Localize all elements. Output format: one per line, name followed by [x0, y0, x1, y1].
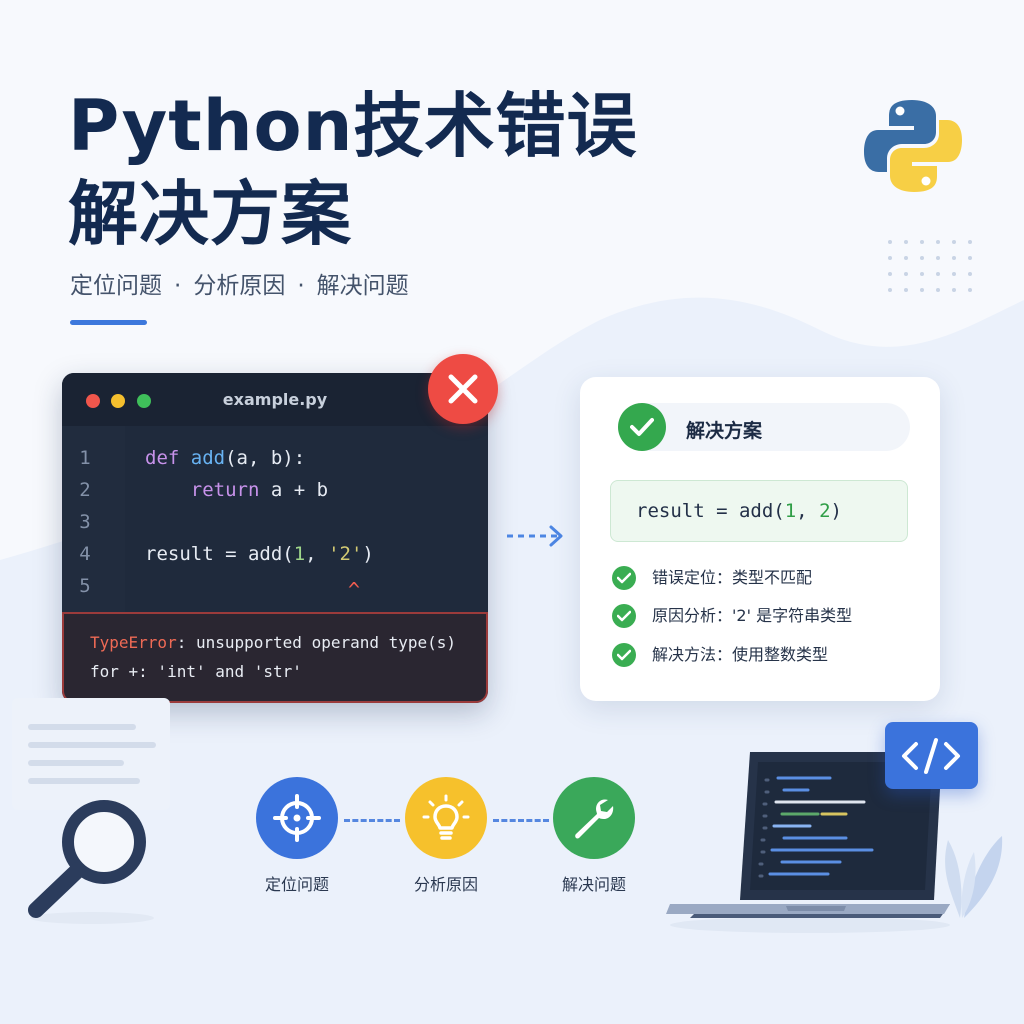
- title-underline: [70, 320, 147, 325]
- code-token: def: [145, 447, 191, 469]
- code-text: result = add(1, '2'): [145, 538, 374, 570]
- magnifier-icon: [28, 800, 154, 924]
- line-number-gutter: [62, 426, 125, 612]
- decorative-dot-grid: [888, 240, 988, 306]
- subtitle-separator: ·: [174, 273, 182, 299]
- step-connector: [493, 819, 549, 822]
- check-circle-icon: [612, 604, 636, 628]
- editor-titlebar: example.py: [62, 373, 488, 426]
- code-token: return: [145, 479, 260, 501]
- check-circle-icon: [612, 643, 636, 667]
- document-illustration: [12, 698, 170, 810]
- solution-card: 解决方案 result = add(1, 2) 错误定位：类型不匹配 原因分析：…: [580, 377, 940, 701]
- check-item-text: 原因分析：'2' 是字符串类型: [652, 606, 853, 625]
- code-token: ): [362, 543, 374, 565]
- subtitle-item-locate: 定位问题: [70, 273, 162, 299]
- code-text: def add(a, b):: [145, 442, 305, 474]
- line-number: 2: [79, 479, 91, 501]
- step-locate: 定位问题: [256, 777, 338, 894]
- title-line-2: 解决方案: [68, 173, 352, 255]
- code-line: 2 return a + b: [62, 474, 488, 506]
- subtitle-item-solve: 解决问题: [316, 273, 409, 299]
- minimize-window-dot[interactable]: [111, 394, 125, 408]
- step-connector: [344, 819, 400, 822]
- check-item-text: 错误定位：类型不匹配: [652, 568, 813, 587]
- step-locate-label: 定位问题: [264, 875, 329, 894]
- leaf-decoration: [945, 836, 1003, 918]
- step-solve: 解决问题: [553, 777, 635, 894]
- error-message-line-1: : unsupported operand type(s): [176, 633, 457, 652]
- editor-filename: example.py: [222, 390, 328, 409]
- page-title: Python技术错误 解决方案: [68, 82, 637, 258]
- error-badge: [428, 354, 498, 424]
- step-solve-label: 解决问题: [561, 875, 626, 894]
- step-locate-circle: [256, 777, 338, 859]
- code-line: 3: [62, 506, 488, 538]
- code-token: result = add(: [145, 543, 294, 565]
- step-analyze: 分析原因: [405, 777, 487, 894]
- wrench-icon: [575, 799, 614, 839]
- solution-title: 解决方案: [686, 420, 763, 442]
- check-item-text: 解决方法：使用整数类型: [652, 645, 829, 664]
- error-marker: ^: [348, 578, 361, 602]
- solution-header: 解决方案: [618, 403, 910, 451]
- subtitle-separator: ·: [297, 273, 305, 299]
- maximize-window-dot[interactable]: [137, 394, 151, 408]
- solution-code-arg-2: 2: [819, 500, 831, 522]
- code-line: 1 def add(a, b):: [62, 442, 488, 474]
- code-line: 5: [62, 570, 488, 602]
- lightbulb-icon: [422, 794, 470, 840]
- code-token: '2': [328, 543, 363, 565]
- code-text: return a + b: [145, 474, 328, 506]
- x-icon: [448, 374, 478, 404]
- code-brackets-icon: [902, 738, 960, 774]
- solution-badge: [618, 403, 666, 451]
- code-token: (a, b):: [225, 447, 306, 469]
- solution-code-separator: ,: [796, 500, 820, 522]
- dashed-arrow-icon: [507, 525, 563, 547]
- step-analyze-circle: [405, 777, 487, 859]
- solution-code: result = add(1, 2): [610, 480, 908, 542]
- check-circle-icon: [612, 566, 636, 590]
- line-number: 3: [79, 511, 91, 533]
- solution-code-arg-1: 1: [784, 500, 797, 522]
- line-number: 5: [79, 575, 91, 597]
- code-tag-badge: [885, 722, 978, 789]
- check-icon: [630, 418, 654, 436]
- line-number: 1: [79, 447, 91, 469]
- subtitle-item-analyze: 分析原因: [193, 273, 286, 299]
- code-token: a + b: [259, 479, 329, 501]
- step-solve-circle: [553, 777, 635, 859]
- error-output-panel: TypeError: unsupported operand type(s) f…: [62, 612, 488, 703]
- crosshair-icon: [273, 794, 321, 842]
- solution-code-suffix: ): [830, 500, 842, 522]
- code-token: add: [190, 447, 226, 469]
- error-message-line-2: for +: 'int' and 'str': [90, 662, 302, 681]
- line-number: 4: [79, 543, 91, 565]
- code-token: ,: [305, 543, 329, 565]
- subtitle: 定位问题 · 分析原因 · 解决问题: [70, 266, 409, 300]
- close-window-dot[interactable]: [86, 394, 100, 408]
- solution-code-prefix: result = add(: [636, 500, 785, 522]
- error-type: TypeError: [90, 633, 177, 652]
- title-line-1: Python技术错误: [68, 85, 638, 167]
- step-analyze-label: 分析原因: [413, 875, 478, 894]
- code-line: 4 result = add(1, '2'): [62, 538, 488, 570]
- laptop-illustration: [666, 752, 950, 933]
- code-token: 1: [293, 543, 306, 565]
- python-logo-icon: [864, 100, 962, 192]
